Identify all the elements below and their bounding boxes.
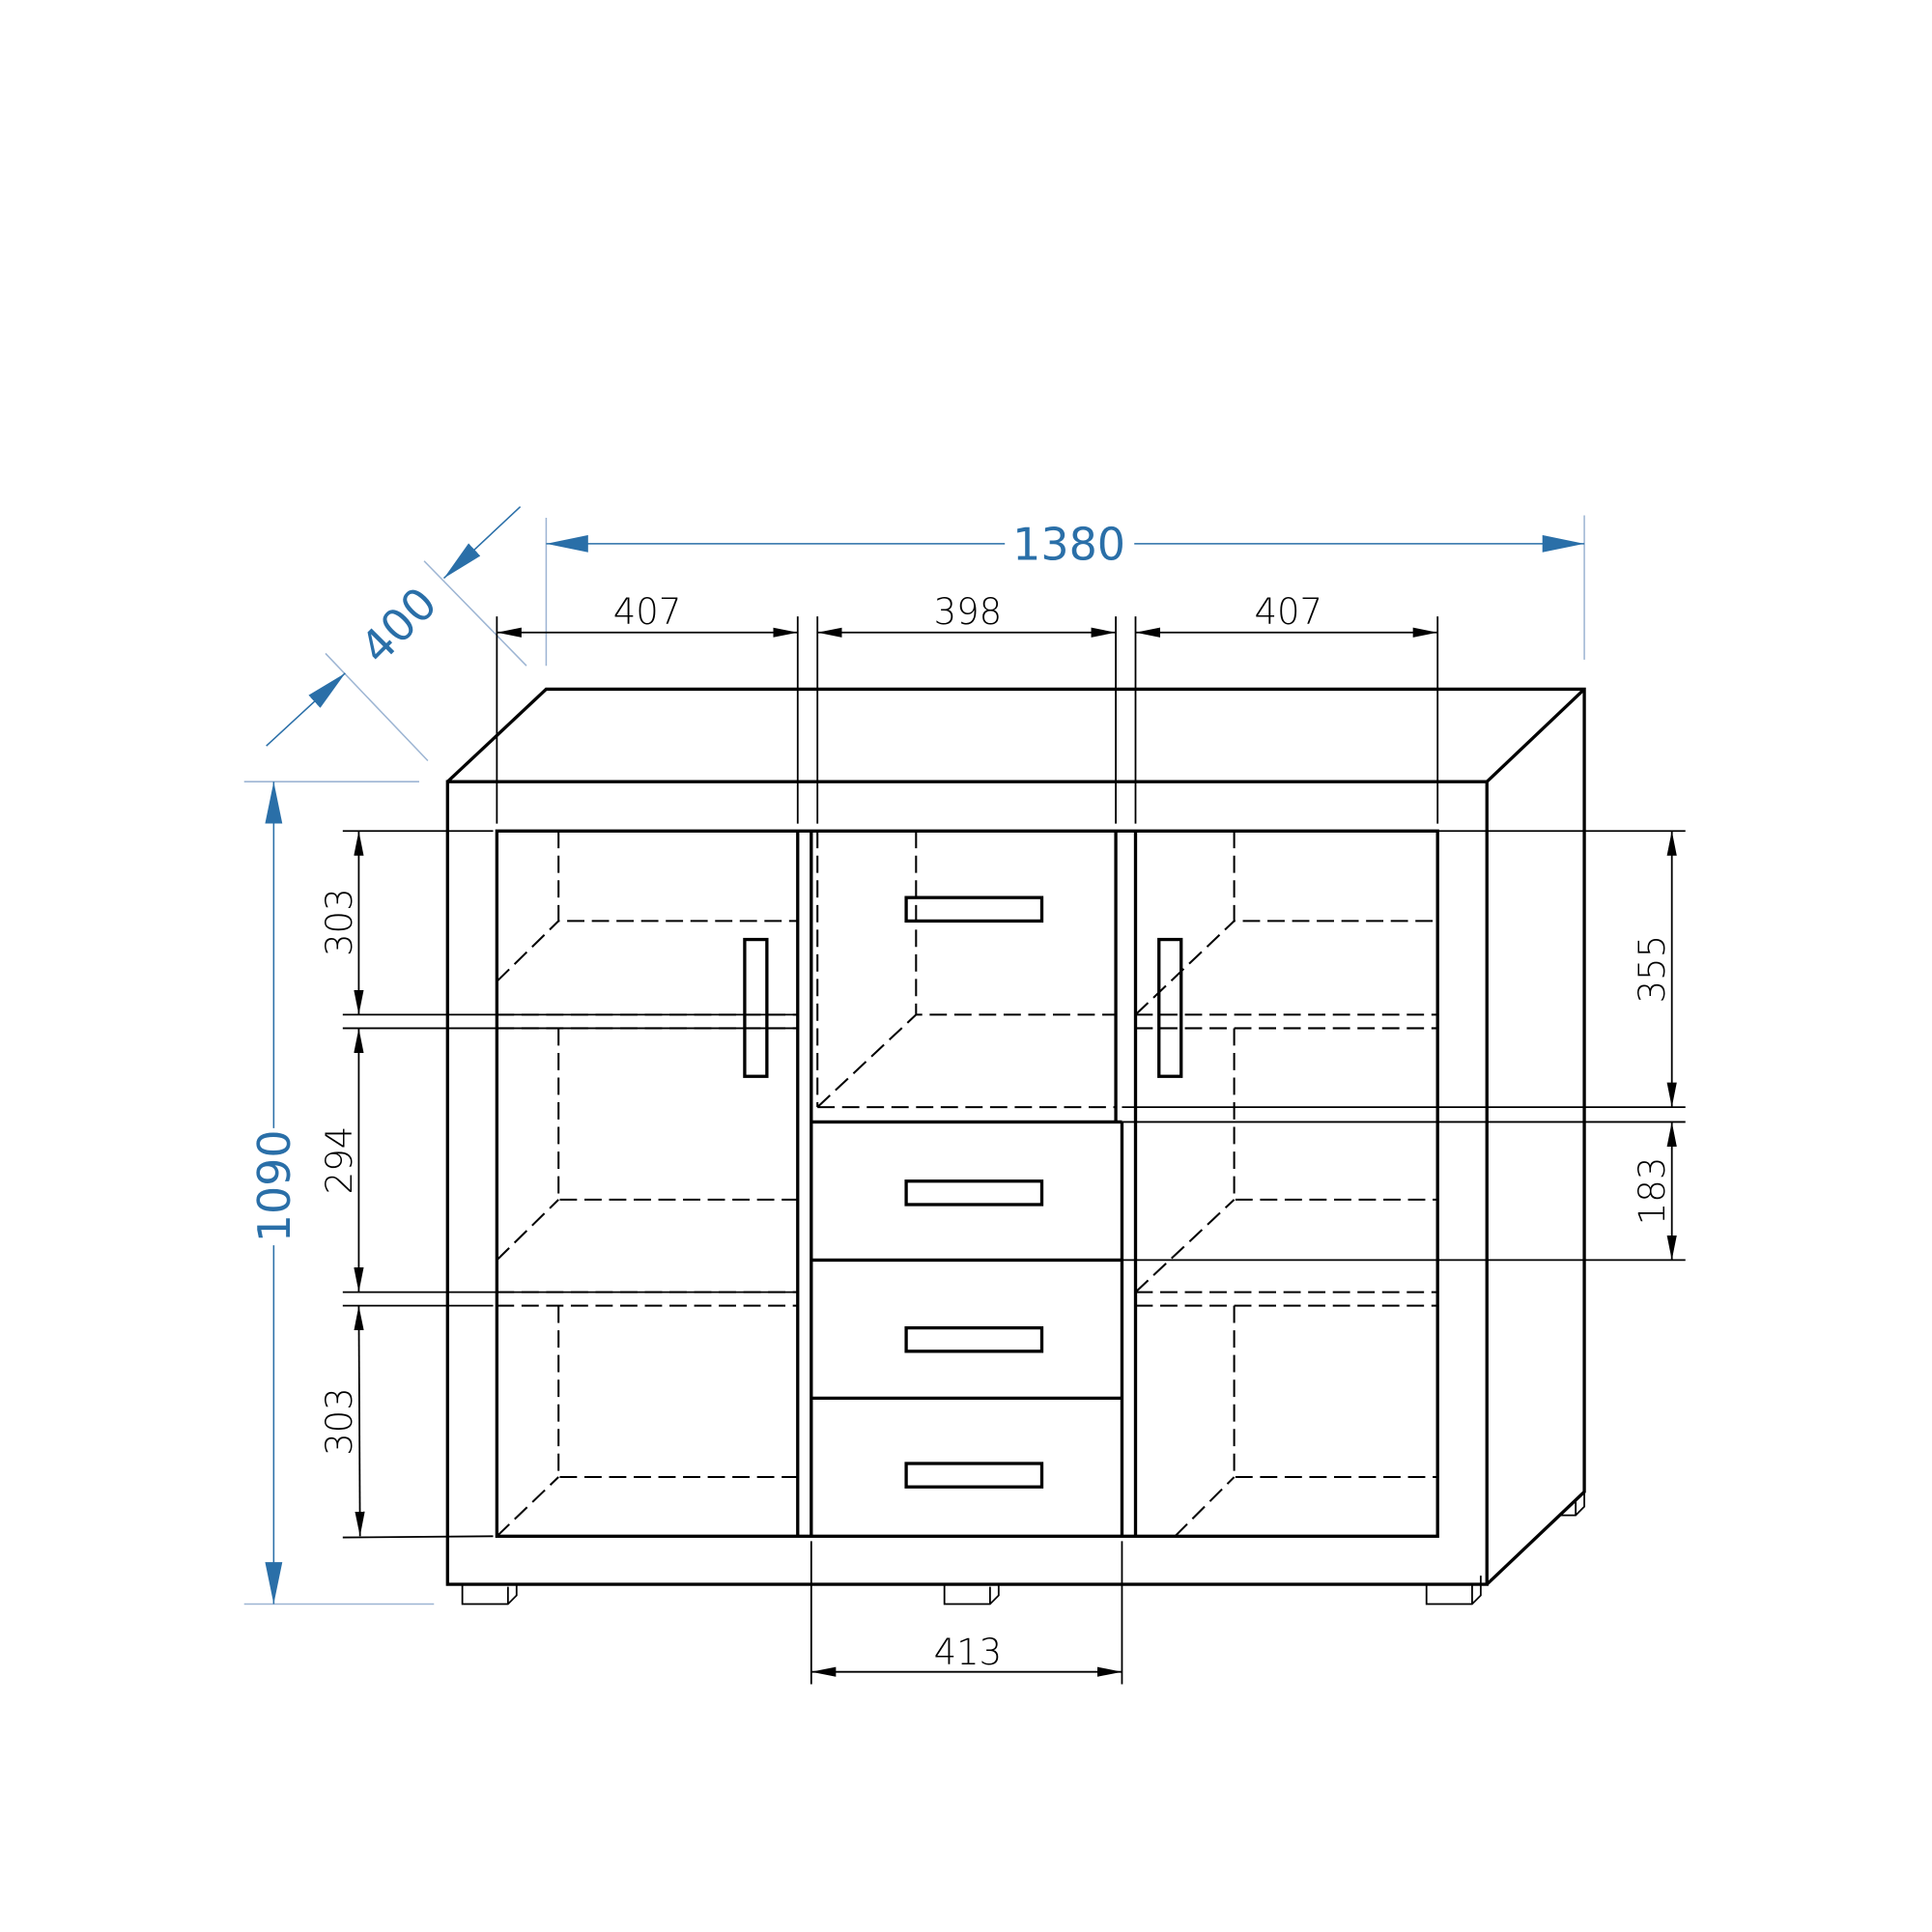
overall-height-dimension: 1090 <box>243 781 435 1605</box>
bottom-width-dimension: 413 <box>810 1541 1123 1685</box>
top-compartment-height: 355 <box>1632 935 1673 1004</box>
depth-label: 400 <box>350 577 446 673</box>
overall-width-dimension: 1380 <box>545 515 1585 667</box>
middle-shelf-height: 294 <box>319 1126 360 1195</box>
left-door-width: 407 <box>613 591 682 633</box>
drawer-handle <box>904 1325 1044 1353</box>
top-flap-handle <box>904 895 1044 923</box>
left-door-handle <box>743 937 769 1078</box>
middle-width: 398 <box>934 591 1003 633</box>
cabinet-body <box>445 687 1586 1586</box>
width-label: 1380 <box>1012 518 1125 570</box>
hidden-shelves <box>496 831 1438 1538</box>
drawer-handle <box>904 1179 1044 1207</box>
drawer-height: 183 <box>1632 1157 1673 1226</box>
left-height-dimensions: 303 294 303 <box>319 830 798 1539</box>
overall-depth-dimension: 400 <box>266 506 527 762</box>
height-label: 1090 <box>248 1129 300 1242</box>
top-shelf-height: 303 <box>319 888 360 956</box>
right-door-handle <box>1157 937 1183 1078</box>
bottom-shelf-height: 303 <box>319 1387 360 1456</box>
handles <box>743 895 1183 1489</box>
right-height-dimensions: 355 183 <box>1122 830 1686 1262</box>
drawers-width: 413 <box>934 1632 1003 1673</box>
drawer-handle <box>904 1462 1044 1489</box>
feet <box>461 1492 1585 1605</box>
top-width-dimensions: 407 398 407 <box>496 591 1439 824</box>
right-door-width: 407 <box>1254 591 1322 633</box>
